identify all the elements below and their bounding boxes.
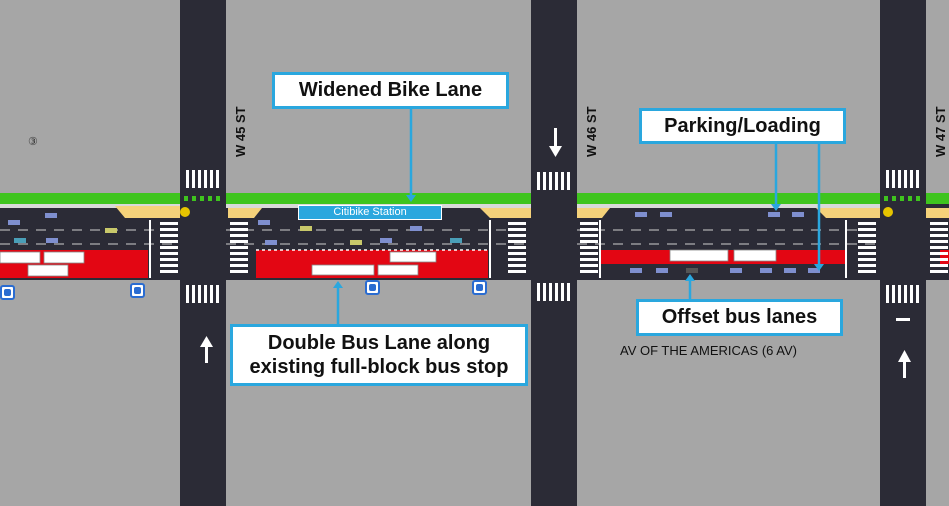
- crosswalks: [160, 170, 948, 303]
- callout-parking-loading: Parking/Loading: [639, 108, 846, 144]
- block-se: [926, 280, 949, 506]
- street-label-w47: W 47 ST: [933, 106, 948, 157]
- bus-stop-icon: [0, 285, 15, 300]
- bike-lane-seg-4: [926, 193, 949, 204]
- callout-double-bus-line-1: Double Bus Lane along: [267, 332, 491, 354]
- callout-widened-bike-lane: Widened Bike Lane: [272, 72, 509, 109]
- w47-upper: [880, 300, 926, 345]
- street-label-w46: W 46 ST: [584, 106, 599, 157]
- block-sw: [0, 280, 180, 506]
- bike-lane-crossing-marks: [184, 196, 920, 201]
- cross-street-w46: [531, 0, 577, 506]
- callout-leaders: [336, 108, 821, 325]
- bus-stop-icon: [472, 280, 487, 295]
- direction-arrows: [200, 128, 911, 378]
- callout-double-bus-line-2: existing full-block bus stop: [249, 356, 509, 378]
- bike-lane-seg-2: [226, 193, 531, 204]
- map-marker: ③: [28, 136, 38, 148]
- block-n-46-47: [577, 0, 880, 193]
- block-ne: [926, 0, 949, 193]
- cross-street-w45: [180, 0, 226, 506]
- arrow-head-north-w47-icon: [898, 350, 911, 362]
- buffer-3: [577, 204, 880, 208]
- sign-icon: [180, 207, 190, 217]
- arrow-south-icon: [554, 128, 557, 146]
- block-s-46-47: [577, 280, 880, 506]
- block-s-45-46: [226, 280, 531, 506]
- buffer-1: [0, 204, 180, 208]
- block-nw: [0, 0, 180, 193]
- street-label-w45: W 45 ST: [233, 106, 248, 157]
- arrow-head-north-icon: [200, 336, 213, 347]
- sign-icon-2: [883, 207, 893, 217]
- callout-double-bus-lane: Double Bus Lane along existing full-bloc…: [230, 324, 528, 386]
- arrow-head-south-icon: [549, 146, 562, 157]
- lane-dash-icon: [896, 318, 910, 321]
- arrow-north-w47-icon: [903, 360, 906, 378]
- bike-lane-seg-3: [577, 193, 880, 204]
- bus-stop-icon: [365, 280, 380, 295]
- pedestrian-islands: [115, 206, 949, 218]
- callout-arrowheads: [333, 195, 824, 288]
- arrow-north-icon: [205, 345, 208, 363]
- citibike-station: Citibike Station: [298, 205, 442, 220]
- avenue-label: AV OF THE AMERICAS (6 AV): [620, 343, 797, 358]
- bus-lane-seg-4: [940, 250, 949, 264]
- bus-stop-icon: [130, 283, 145, 298]
- stop-lines: [149, 220, 847, 278]
- cars: [8, 212, 820, 273]
- buses: [0, 249, 777, 277]
- callout-offset-bus-lanes: Offset bus lanes: [636, 299, 843, 336]
- bike-lane-seg-1: [0, 193, 180, 204]
